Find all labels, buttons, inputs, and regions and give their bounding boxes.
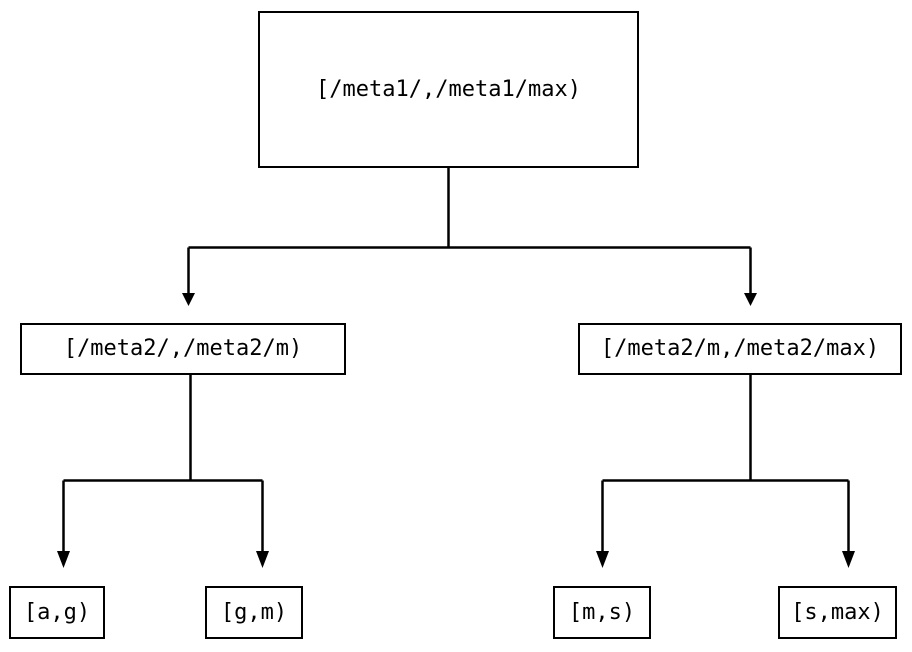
arrowhead-to-leaf-ms bbox=[596, 551, 609, 568]
node-leaf-gm-label: [g,m) bbox=[220, 599, 288, 625]
arrowhead-to-leaf-ag bbox=[57, 551, 70, 568]
node-leaf-smax[interactable]: [s,max) bbox=[778, 586, 897, 639]
arrowhead-to-mid-right bbox=[744, 293, 757, 306]
arrowhead-to-mid-left bbox=[182, 293, 195, 306]
node-leaf-ag[interactable]: [a,g) bbox=[9, 586, 105, 639]
node-root[interactable]: [/meta1/,/meta1/max) bbox=[258, 11, 639, 168]
node-mid-right-label: [/meta2/m,/meta2/max) bbox=[600, 336, 880, 361]
node-leaf-ag-label: [a,g) bbox=[23, 599, 91, 625]
node-leaf-ms-label: [m,s) bbox=[568, 599, 636, 625]
arrowhead-to-leaf-gm bbox=[256, 551, 269, 568]
node-mid-right[interactable]: [/meta2/m,/meta2/max) bbox=[578, 323, 902, 375]
node-leaf-gm[interactable]: [g,m) bbox=[205, 586, 303, 639]
node-leaf-smax-label: [s,max) bbox=[791, 599, 884, 625]
node-mid-left[interactable]: [/meta2/,/meta2/m) bbox=[20, 323, 346, 375]
node-mid-left-label: [/meta2/,/meta2/m) bbox=[63, 336, 303, 361]
node-root-label: [/meta1/,/meta1/max) bbox=[316, 76, 581, 102]
node-leaf-ms[interactable]: [m,s) bbox=[553, 586, 651, 639]
arrowhead-to-leaf-smax bbox=[842, 551, 855, 568]
